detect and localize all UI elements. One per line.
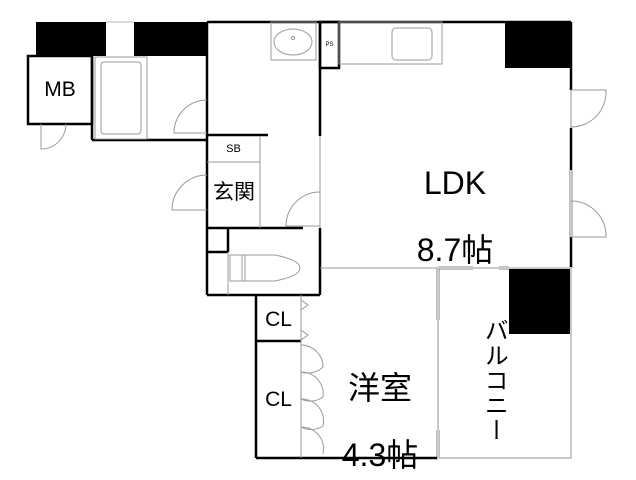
thin-lines (94, 21, 572, 459)
sb-label: SB (226, 143, 241, 155)
closet-upper-label: CL (265, 308, 292, 331)
western-room-area: 4.3帖 (341, 436, 419, 473)
western-room-label: 洋室 4.3帖 (330, 338, 430, 472)
wall-column-top-mid (134, 22, 207, 56)
balcony-label: バルコニー (480, 318, 508, 443)
wall-column-top-left (36, 22, 106, 56)
ps-label: PS (325, 42, 334, 48)
closet-lower-label: CL (265, 388, 292, 411)
entrance-label: 玄関 (213, 181, 255, 204)
western-room-name: 洋室 (347, 369, 412, 406)
wall-column-top-right (505, 22, 571, 68)
ldk-name: LDK (423, 164, 487, 201)
ldk-area: 8.7帖 (416, 231, 494, 268)
ldk-label: LDK 8.7帖 (405, 133, 505, 267)
mb-label: MB (44, 78, 76, 101)
wall-column-balcony (509, 268, 572, 334)
door-swings (40, 89, 607, 455)
